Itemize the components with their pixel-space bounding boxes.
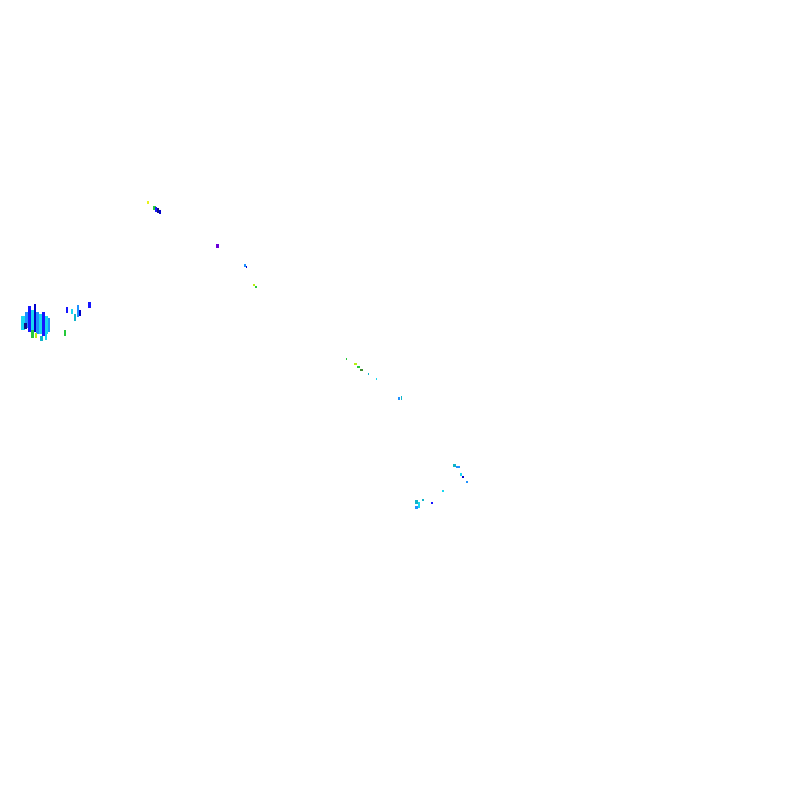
speckle: [48, 318, 50, 332]
speckle: [153, 206, 156, 210]
speckle: [42, 312, 45, 336]
speckle: [460, 473, 462, 476]
speckle: [255, 286, 257, 288]
speckle-cluster-left: [21, 302, 91, 341]
speckle: [466, 481, 468, 483]
speckle: [346, 358, 347, 360]
speckle: [39, 314, 42, 334]
speckle: [401, 396, 402, 400]
speckle: [357, 366, 360, 368]
speckle: [244, 264, 246, 267]
speckle-cluster-upper: [147, 201, 257, 288]
speckle: [418, 502, 420, 508]
speckle: [376, 378, 377, 380]
speckle: [159, 210, 161, 214]
speckle-trail-middle: [346, 358, 402, 400]
speckle: [45, 316, 48, 334]
speckle: [216, 244, 219, 248]
speckle: [253, 284, 255, 286]
speckle: [360, 369, 363, 371]
speckle: [147, 201, 149, 204]
speckle: [354, 363, 357, 365]
speckle: [66, 307, 68, 313]
speckle: [28, 306, 31, 332]
speckle: [456, 466, 460, 468]
speckle: [422, 499, 424, 501]
speckle: [157, 208, 159, 213]
speckle: [35, 333, 37, 338]
speckle: [431, 502, 433, 504]
speckle: [25, 312, 28, 328]
speckle: [71, 309, 73, 314]
speckle: [74, 314, 76, 321]
speckle: [453, 464, 456, 467]
speckle: [88, 302, 91, 308]
speckle: [368, 373, 369, 375]
speckle: [442, 490, 444, 492]
speckle: [21, 316, 25, 330]
speckle: [415, 506, 418, 509]
speckle: [79, 310, 81, 316]
speckle: [155, 207, 157, 212]
speckle: [246, 266, 247, 268]
speckle: [77, 305, 79, 317]
speckle: [36, 312, 39, 334]
speckle: [462, 476, 464, 478]
speckle: [31, 330, 34, 338]
speckle: [31, 310, 34, 332]
speckle-cluster-lower: [415, 464, 468, 509]
speckle: [415, 500, 418, 504]
speckle: [24, 323, 27, 329]
speckle: [34, 304, 36, 332]
speckle: [45, 334, 47, 340]
speckle: [64, 330, 66, 336]
speckle: [398, 397, 400, 400]
speckle: [40, 336, 43, 341]
